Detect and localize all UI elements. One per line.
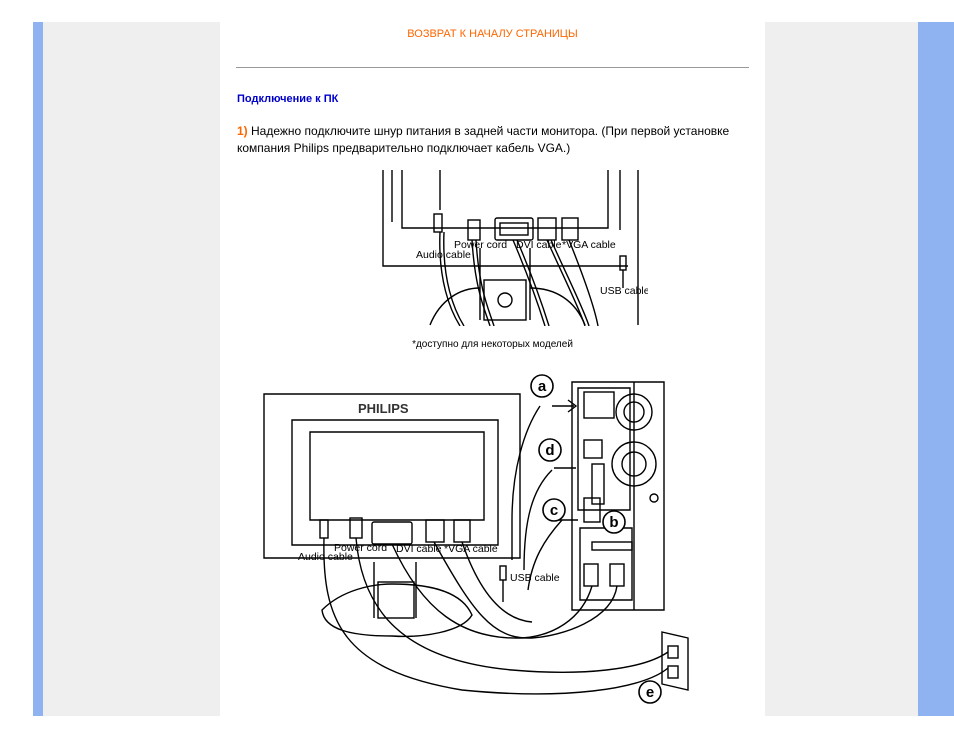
availability-note: *доступно для некоторых моделей bbox=[412, 339, 573, 350]
label-usb-cable: USB cable bbox=[600, 285, 648, 297]
label-dvi-cable: DVI cable bbox=[516, 239, 562, 251]
label-power-cord-pc: Power cord bbox=[334, 542, 387, 554]
step-number: 1) bbox=[237, 124, 248, 138]
callout-b: b bbox=[609, 514, 618, 531]
section-heading: Подключение к ПК bbox=[237, 93, 339, 105]
divider bbox=[236, 67, 749, 68]
pc-connection-diagram: PHILIPS Power cord DVI cable *VGA cable … bbox=[263, 374, 689, 704]
callout-d: d bbox=[545, 442, 554, 459]
callout-c: c bbox=[550, 502, 558, 519]
callout-a: a bbox=[538, 378, 547, 395]
label-audio-cable: Audio cable bbox=[416, 249, 471, 261]
back-to-top-link[interactable]: ВОЗВРАТ К НАЧАЛУ СТРАНИЦЫ bbox=[407, 28, 578, 40]
right-blue-bar bbox=[918, 22, 954, 716]
monitor-connectors-diagram: Power cord DVI cable *VGA cable Audio ca… bbox=[382, 170, 648, 326]
label-power-cord: Power cord bbox=[454, 239, 507, 251]
label-usb-cable-pc: USB cable bbox=[510, 572, 560, 584]
label-audio-cable-pc: Audio cable bbox=[298, 551, 353, 563]
right-gray-panel bbox=[765, 22, 918, 716]
left-blue-bar bbox=[33, 22, 43, 716]
left-gray-panel bbox=[43, 22, 220, 716]
monitor-brand-logo: PHILIPS bbox=[358, 401, 409, 416]
callout-e: e bbox=[646, 684, 654, 701]
label-vga-cable-pc: *VGA cable bbox=[444, 543, 498, 555]
step-text: Надежно подключите шнур питания в задней… bbox=[237, 124, 730, 155]
label-vga-cable: *VGA cable bbox=[562, 239, 616, 251]
step-paragraph: 1) Надежно подключите шнур питания в зад… bbox=[237, 123, 737, 157]
label-dvi-cable-pc: DVI cable bbox=[396, 543, 442, 555]
